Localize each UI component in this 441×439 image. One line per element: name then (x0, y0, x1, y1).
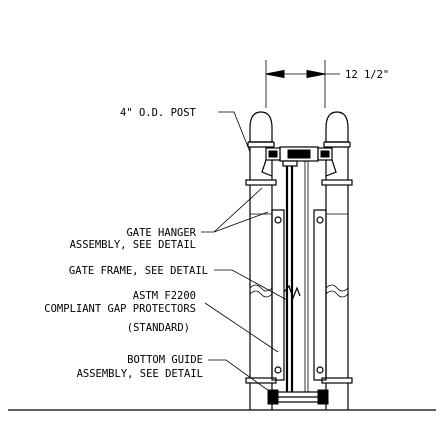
label-hanger-line1: GATE HANGER (126, 227, 196, 239)
gate-frame-break (283, 284, 301, 300)
label-gap-line2: COMPLIANT GAP PROTECTORS (44, 303, 196, 315)
post-bands (245, 179, 353, 384)
leader-lines (201, 111, 288, 397)
gate-frame (283, 160, 309, 392)
label-guide-line1: BOTTOM GUIDE (127, 354, 203, 366)
label-gap-line3: (STANDARD) (127, 322, 190, 334)
fence-break-lines (249, 284, 349, 298)
label-post: 4" O.D. POST (120, 107, 197, 119)
label-hanger-line2: ASSEMBLY, SEE DETAIL (70, 239, 196, 251)
left-post-cap (249, 111, 273, 143)
dimension-text: 12 1/2" (345, 69, 389, 81)
dimension-arrow-left (265, 69, 285, 79)
leader-bottom-guide (208, 359, 277, 397)
gap-protector-left (271, 209, 285, 381)
gate-hanger-assembly (261, 146, 337, 177)
leader-frame (214, 269, 288, 301)
label-gap-line1: ASTM F2200 (133, 290, 196, 302)
leader-hanger-2 (213, 211, 269, 233)
dimension-12-half-inch: 12 1/2" (265, 60, 389, 108)
label-guide-line2: ASSEMBLY, SEE DETAIL (77, 368, 203, 380)
label-frame: GATE FRAME, SEE DETAIL (69, 265, 208, 277)
dimension-arrow-right (306, 69, 326, 79)
gap-protectors (271, 209, 327, 381)
right-post-cap (325, 111, 349, 143)
leader-post (218, 111, 251, 153)
gap-protector-right (313, 209, 327, 381)
bottom-guide-assembly (267, 389, 329, 405)
leader-gap-protector (204, 302, 279, 353)
